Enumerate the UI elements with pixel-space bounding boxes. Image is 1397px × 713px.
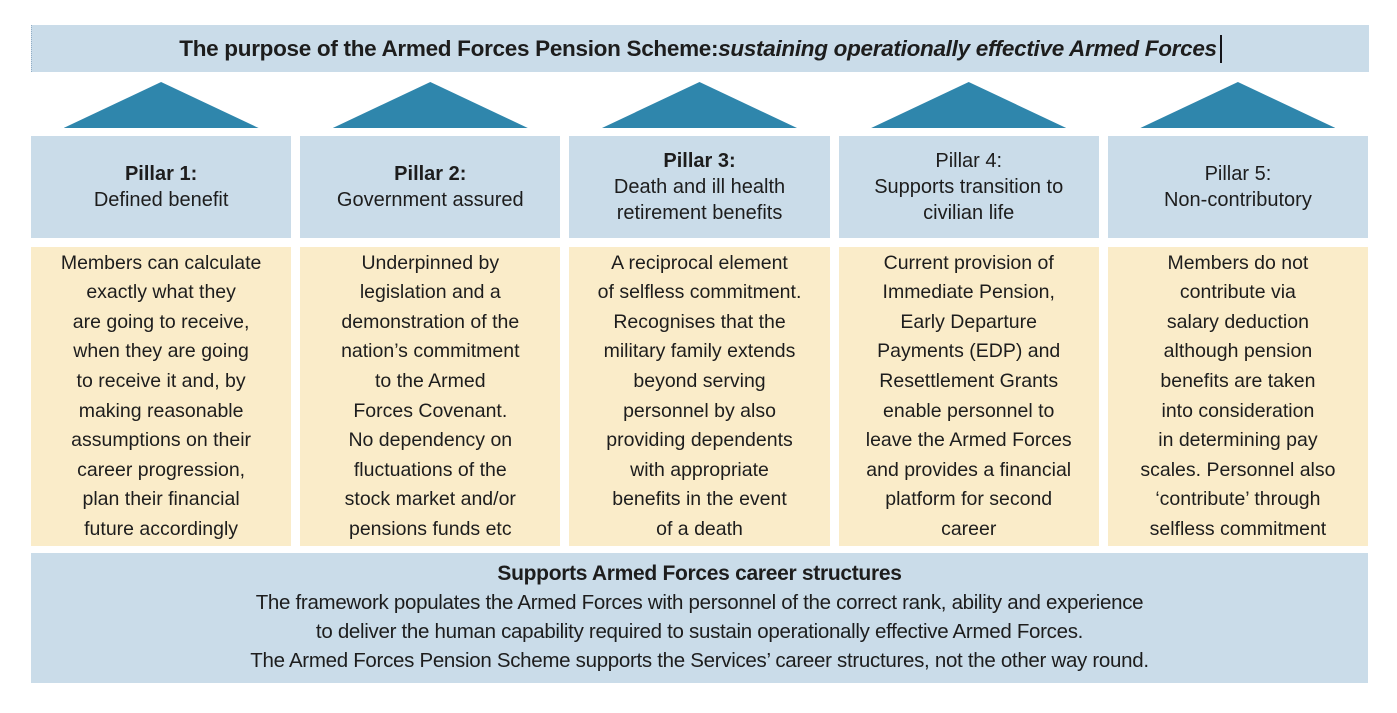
footer-body: The framework populates the Armed Forces… bbox=[250, 591, 1149, 672]
pillar-4-header: Pillar 4: Supports transition to civilia… bbox=[838, 136, 1099, 238]
pillar-2-header: Pillar 2: Government assured bbox=[300, 136, 561, 238]
arrow-cell-3 bbox=[569, 81, 829, 128]
title-text-italic: sustaining operationally effective Armed… bbox=[718, 35, 1217, 61]
text-cursor bbox=[1219, 34, 1222, 63]
arrow-up-icon bbox=[1140, 82, 1336, 128]
arrow-up-icon bbox=[602, 82, 797, 128]
pillar-3-body: A reciprocal element of selfless commitm… bbox=[569, 247, 830, 546]
title-text: The purpose of the Armed Forces Pension … bbox=[179, 35, 719, 61]
pillar-3-subtitle: Death and ill health retirement benefits bbox=[613, 176, 786, 224]
title-text-box[interactable]: The purpose of the Armed Forces Pension … bbox=[31, 25, 1369, 72]
pillar-5-subtitle: Non-contributory bbox=[1163, 189, 1312, 211]
pillar-2-subtitle: Government assured bbox=[336, 189, 524, 211]
pillar-3-heading: Pillar 3: bbox=[663, 150, 736, 172]
arrow-cell-5 bbox=[1108, 81, 1368, 128]
footer-heading: Supports Armed Forces career structures bbox=[497, 562, 902, 585]
arrow-up-icon bbox=[871, 82, 1067, 128]
pillar-2-heading: Pillar 2: bbox=[394, 163, 467, 185]
pillar-5-heading: Pillar 5: bbox=[1204, 163, 1272, 185]
arrow-cell-2 bbox=[300, 81, 560, 128]
pillar-4-subtitle: Supports transition to civilian life bbox=[874, 176, 1064, 224]
arrow-up-icon bbox=[332, 82, 528, 128]
pillar-body-row: Members can calculate exactly what they … bbox=[31, 247, 1369, 546]
arrow-up-icon bbox=[63, 82, 259, 128]
pillar-1-heading: Pillar 1: bbox=[124, 163, 198, 185]
pillar-1-subtitle: Defined benefit bbox=[93, 189, 229, 211]
pillar-3-header: Pillar 3: Death and ill health retiremen… bbox=[569, 136, 830, 238]
pillar-header-row: Pillar 1: Defined benefit Pillar 2: Gove… bbox=[31, 136, 1369, 238]
pillar-4-body: Current provision of Immediate Pension, … bbox=[838, 247, 1099, 546]
pillar-2-body: Underpinned by legislation and a demonst… bbox=[300, 247, 561, 546]
pillar-4-heading: Pillar 4: bbox=[935, 150, 1003, 172]
arrow-row bbox=[31, 81, 1368, 128]
pillar-1-header: Pillar 1: Defined benefit bbox=[31, 136, 292, 238]
pillar-5-header: Pillar 5: Non-contributory bbox=[1107, 136, 1369, 238]
pillar-1-body: Members can calculate exactly what they … bbox=[31, 247, 292, 546]
pillar-5-body: Members do not contribute via salary ded… bbox=[1107, 247, 1369, 546]
footer-panel: Supports Armed Forces career structures … bbox=[31, 553, 1368, 683]
arrow-cell-1 bbox=[31, 81, 291, 128]
arrow-cell-4 bbox=[839, 81, 1099, 128]
